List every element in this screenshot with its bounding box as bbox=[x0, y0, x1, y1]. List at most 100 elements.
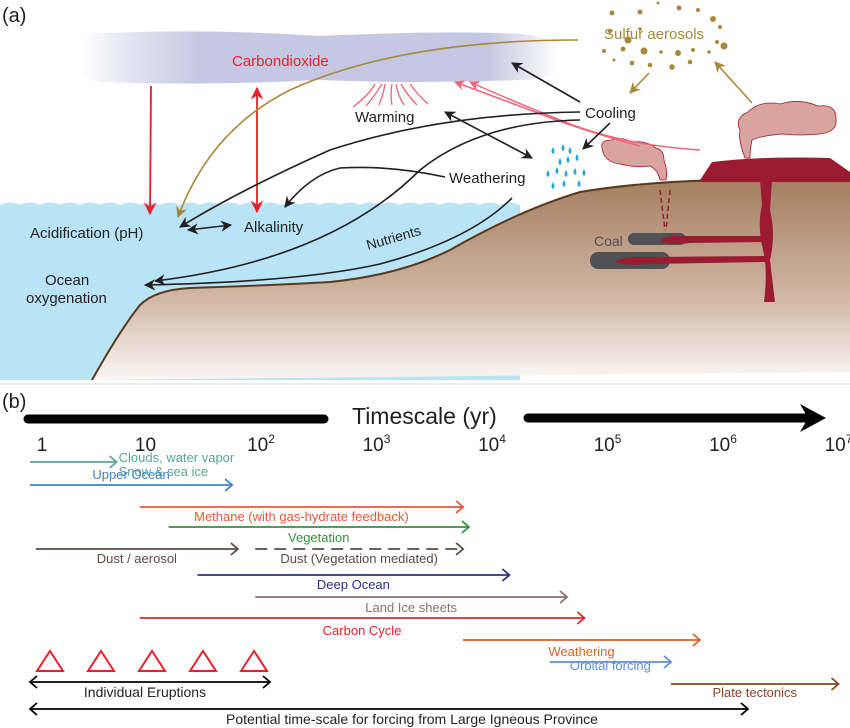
tick-label: 104 bbox=[478, 432, 506, 456]
lip-arrowhead-left bbox=[28, 702, 38, 716]
coal-label: Coal bbox=[594, 233, 623, 249]
warming-label: Warming bbox=[355, 109, 414, 126]
smoke-to-warming-arrow-2 bbox=[454, 80, 641, 147]
process-label: Methane (with gas-hydrate feedback) bbox=[194, 509, 409, 524]
process-arrowhead bbox=[230, 542, 240, 556]
process-arrowhead bbox=[455, 500, 465, 514]
process-arrowhead bbox=[224, 478, 234, 492]
process-arrowhead bbox=[501, 568, 511, 582]
process-arrowhead bbox=[461, 520, 471, 534]
timescale-arrowhead bbox=[800, 404, 826, 432]
magma-dike bbox=[759, 180, 775, 302]
ocean-oxygenation-label-line1: Ocean bbox=[45, 272, 89, 289]
sulfur-aerosol-dots bbox=[602, 1, 728, 70]
tick-label: 103 bbox=[363, 432, 391, 456]
process-orbital-forcing: Orbital forcing bbox=[549, 655, 673, 673]
process-arrowhead bbox=[455, 542, 465, 556]
co2-cloud bbox=[80, 31, 560, 84]
process-label: Weathering bbox=[548, 644, 614, 659]
carbon-dioxide-label: Carbondioxide bbox=[232, 53, 329, 70]
weathering-label: Weathering bbox=[449, 170, 525, 187]
acidification-alkalinity-arrow bbox=[186, 220, 233, 235]
sill-lower bbox=[615, 256, 765, 265]
tick-label: 10 bbox=[135, 435, 156, 456]
process-arrowhead bbox=[109, 455, 119, 469]
process-label: Deep Ocean bbox=[317, 577, 390, 592]
acidification-label: Acidification (pH) bbox=[30, 225, 143, 242]
eruption-triangle-icon bbox=[86, 649, 116, 672]
eruption-triangle-icon bbox=[188, 649, 218, 672]
process-methane-with-gas-hydrate-feedback: Methane (with gas-hydrate feedback) bbox=[139, 500, 465, 524]
eruption-triangle-icon bbox=[35, 649, 65, 672]
warming-weathering-arrow bbox=[444, 111, 533, 159]
cooling-to-acidification-arrow bbox=[179, 111, 581, 228]
eruptions-label: Individual Eruptions bbox=[84, 684, 206, 700]
eruption-triangle-icon bbox=[137, 649, 167, 672]
sulfur-to-acidification-arrow bbox=[176, 39, 579, 219]
process-label-line2: Snow & sea ice bbox=[119, 464, 209, 479]
alkalinity-label: Alkalinity bbox=[244, 219, 304, 236]
degassing-lines bbox=[659, 189, 671, 231]
process-arrowhead bbox=[663, 655, 673, 669]
coastline bbox=[91, 179, 850, 381]
land bbox=[92, 180, 850, 380]
process-arrowhead bbox=[559, 590, 569, 604]
rain-drops-icon bbox=[546, 144, 586, 189]
process-label: Upper Ocean bbox=[92, 467, 169, 482]
tick-label: 102 bbox=[247, 432, 275, 456]
process-label: Plate tectonics bbox=[712, 685, 797, 700]
process-arrowhead bbox=[576, 611, 586, 625]
eruption-triangle-icon bbox=[239, 649, 269, 672]
process-weathering: Weathering bbox=[463, 633, 702, 659]
process-label: Clouds, water vapor bbox=[119, 450, 235, 465]
cooling-label: Cooling bbox=[585, 105, 636, 122]
panel-b-label: (b) bbox=[2, 391, 26, 413]
sill-upper bbox=[660, 235, 763, 244]
smoke-plume-right bbox=[737, 101, 837, 159]
process-label: Dust (Vegetation mediated) bbox=[280, 551, 438, 566]
volcano-to-sulfur-arrow bbox=[714, 61, 753, 104]
cooling-to-ocean-arrow bbox=[153, 119, 581, 286]
process-vegetation: Vegetation bbox=[168, 520, 471, 545]
sulfur-aerosols-label: Sulfur aerosols bbox=[604, 26, 704, 43]
process-label: Orbital forcing bbox=[570, 658, 651, 673]
smoke-to-warming-arrow-1 bbox=[469, 81, 701, 151]
lip-label: Potential time-scale for forcing from La… bbox=[226, 711, 598, 727]
ocean-oxygenation-label-line2: oxygenation bbox=[26, 290, 107, 307]
nutrients-arrow bbox=[143, 197, 513, 291]
process-arrowhead bbox=[692, 633, 702, 647]
sulfur-to-cooling-arrow bbox=[629, 72, 650, 94]
process-plate-tectonics: Plate tectonics bbox=[671, 677, 840, 700]
co2-down-arrow bbox=[143, 85, 157, 216]
warming-rays bbox=[352, 83, 429, 108]
eruptions-arrowhead-left bbox=[28, 675, 38, 689]
cooling-to-rain-arrow bbox=[582, 122, 611, 150]
process-arrowhead bbox=[830, 677, 840, 691]
volcano bbox=[700, 157, 850, 182]
panel-a: (a) Coal Sulfu bbox=[0, 1, 850, 381]
lip-arrowhead-right bbox=[740, 702, 750, 716]
tick-label: 107 bbox=[825, 432, 850, 456]
eruptions-arrowhead-right bbox=[262, 675, 272, 689]
tick-label: 106 bbox=[709, 432, 737, 456]
cooling-to-co2-arrow bbox=[511, 62, 581, 103]
weathering-to-alkalinity-arrow bbox=[284, 166, 446, 208]
process-label: Land Ice sheets bbox=[365, 600, 457, 615]
tick-label: 105 bbox=[594, 432, 622, 456]
process-upper-ocean: Upper Ocean bbox=[30, 467, 234, 492]
process-label: Dust / aerosol bbox=[97, 551, 177, 566]
timescale-title: Timescale (yr) bbox=[352, 403, 497, 429]
process-label: Vegetation bbox=[288, 530, 349, 545]
process-label: Carbon Cycle bbox=[323, 623, 402, 638]
panel-a-label: (a) bbox=[2, 5, 26, 27]
process-dust-vegetation-mediated: Dust (Vegetation mediated) bbox=[255, 542, 465, 566]
process-dust-aerosol: Dust / aerosol bbox=[35, 542, 240, 566]
process-carbon-cycle: Carbon Cycle bbox=[139, 611, 586, 638]
process-deep-ocean: Deep Ocean bbox=[197, 568, 511, 592]
